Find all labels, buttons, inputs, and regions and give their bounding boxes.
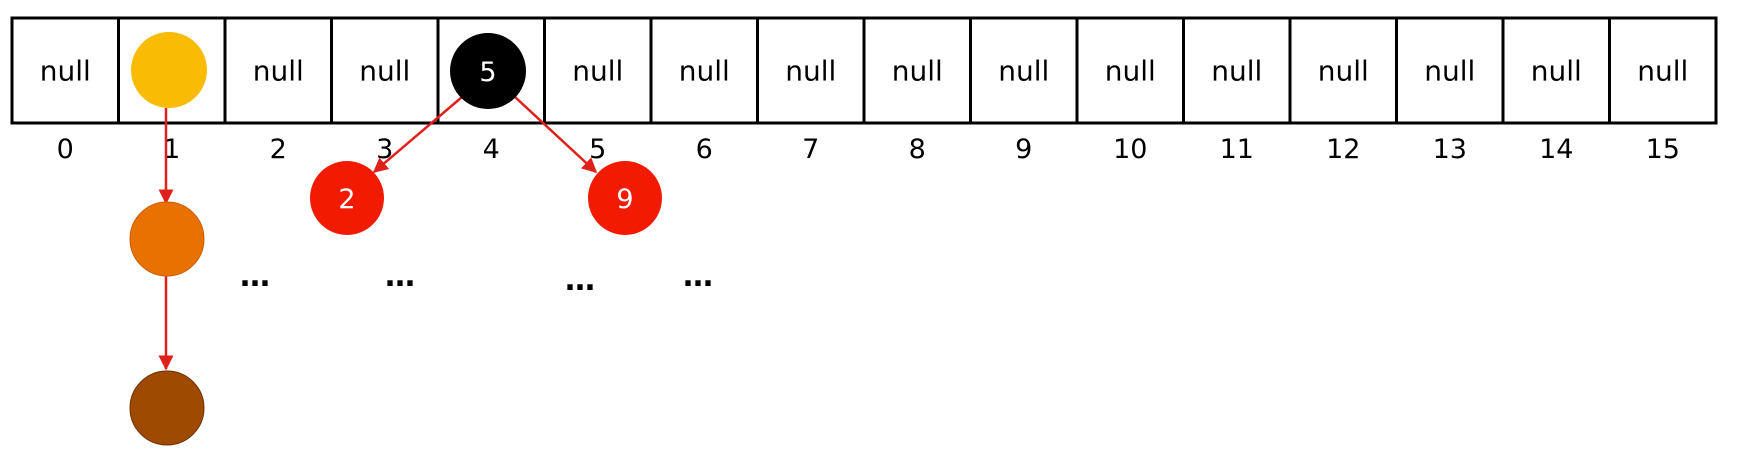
bucket-cell-label-5: null [572,55,623,88]
bucket-index-5: 5 [589,134,606,165]
node-bucket1-head [131,32,207,108]
bucket-cell-7 [756,16,866,125]
bucket-cell-label-11: null [1211,55,1262,88]
bucket-index-0: 0 [57,134,74,165]
bucket-cell-12 [1288,16,1398,125]
bucket-cell-label-7: null [785,55,836,88]
bucket-cell-label-10: null [1105,55,1156,88]
bucket-cell-label-8: null [892,55,943,88]
node-tree-left [310,161,384,235]
bucket-cell-label-13: null [1424,55,1475,88]
bucket-cell-label-0: null [40,55,91,88]
bucket-cell-10 [1075,16,1185,125]
ellipsis-markers: … … … … [240,259,713,298]
bucket-index-2: 2 [270,134,287,165]
node-tree-root [450,33,526,109]
bucket-index-12: 12 [1326,134,1360,165]
ellipsis-2: … [385,259,415,294]
bucket-cell-11 [1182,16,1292,125]
edges [158,96,598,371]
bucket-cell-label-3: null [359,55,410,88]
bucket-cell-label-14: null [1531,55,1582,88]
bucket-index-14: 14 [1539,134,1573,165]
bucket-index-3: 3 [376,134,393,165]
edge-root-to-left [372,96,463,173]
bucket-cell-8 [862,16,972,125]
bucket-index-10: 10 [1113,134,1147,165]
ellipsis-3: … [565,263,595,298]
bucket-index-8: 8 [909,134,926,165]
bucket-cell-label-9: null [998,55,1049,88]
bucket-cell-label-15: null [1637,55,1688,88]
bucket-cell-15 [1608,16,1718,125]
ellipsis-1: … [240,259,270,294]
node-tree-left-label: 2 [338,184,355,215]
bucket-cell-label-12: null [1318,55,1369,88]
bucket-cell-0 [10,16,120,125]
edge-root-to-right [514,96,598,174]
node-bucket1-second [129,201,205,277]
bucket-index-6: 6 [696,134,713,165]
bucket-index-7: 7 [802,134,819,165]
bucket-index-11: 11 [1220,134,1254,165]
node-tree-right [588,161,662,235]
bucket-cell-5 [543,16,653,125]
bucket-index-4: 4 [483,134,500,165]
nodes: 5 2 9 [129,32,662,446]
bucket-cell-13 [1395,16,1505,125]
bucket-index-9: 9 [1015,134,1032,165]
bucket-index-1: 1 [163,134,180,165]
bucket-array: null null null 5 null null null null null null nul… [10,16,1718,125]
bucket-cell-6 [649,16,759,125]
bucket-cell-label-6: null [679,55,730,88]
bucket-cell-9 [969,16,1079,125]
bucket-index-15: 15 [1646,134,1680,165]
bucket-cell-label-2: null [253,55,304,88]
bucket-index-13: 13 [1433,134,1467,165]
ellipsis-4: … [683,259,713,294]
node-tree-right-label: 9 [616,184,633,215]
node-bucket1-third [129,370,205,446]
node-tree-root-label: 5 [479,57,496,88]
bucket-cell-3 [330,16,440,125]
